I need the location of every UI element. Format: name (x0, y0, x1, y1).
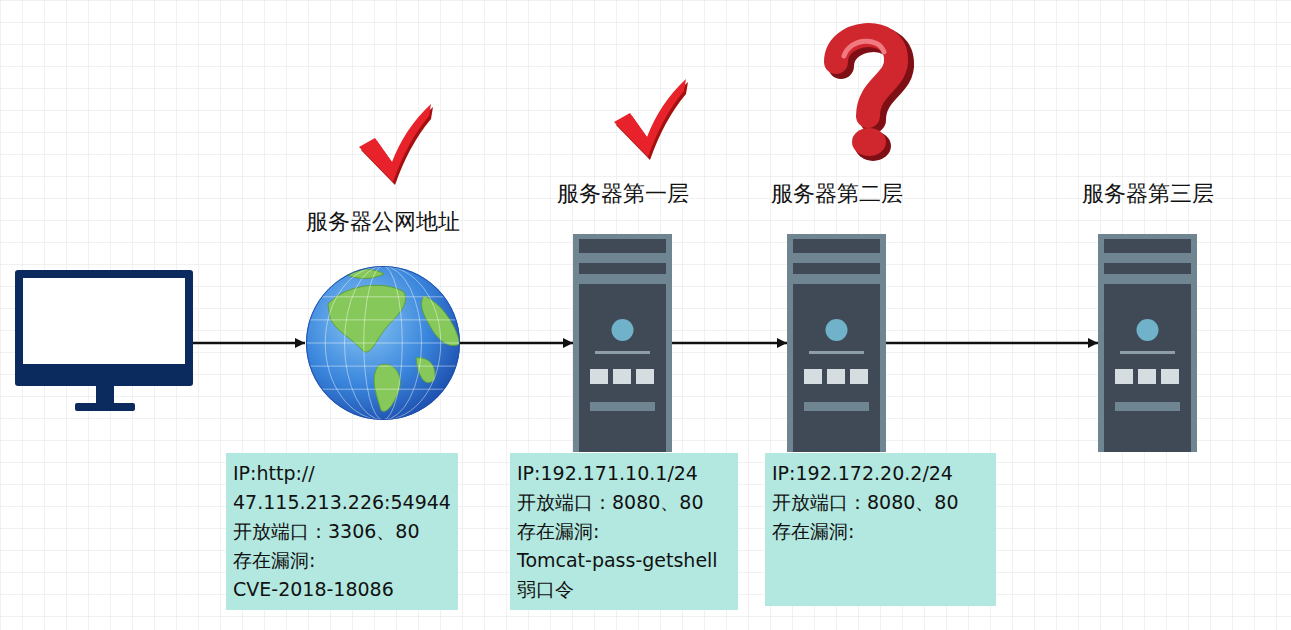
info-line: 存在漏洞: (233, 546, 451, 575)
info-line: 存在漏洞: (772, 517, 989, 546)
info-line: IP:http:// 47.115.213.226:54944 (233, 459, 451, 517)
info-line: 开放端口：3306、80 (233, 517, 451, 546)
info-line: IP:192.171.10.1/24 (517, 459, 731, 488)
check-mark (614, 79, 688, 160)
connector-arrow (460, 342, 573, 345)
info-line: CVE-2018-18086 (233, 575, 451, 604)
info-line: IP:192.172.20.2/24 (772, 459, 989, 488)
server-shape (1098, 234, 1197, 452)
info-line: Tomcat-pass-getshell (517, 546, 731, 575)
globe-shape (306, 266, 460, 420)
connector-arrow (886, 342, 1098, 345)
node-heading: 服务器第二层 (771, 180, 903, 208)
info-line: 开放端口：8080、80 (517, 488, 731, 517)
monitor-arrow (193, 342, 305, 345)
info-box: IP:192.172.20.2/24开放端口：8080、80存在漏洞: (765, 453, 996, 606)
connector-arrow (672, 342, 787, 345)
info-box: IP:192.171.10.1/24开放端口：8080、80存在漏洞:Tomca… (510, 453, 738, 610)
server-node: 服务器第三层 (1098, 234, 1197, 452)
info-box: IP:http:// 47.115.213.226:54944开放端口：3306… (226, 453, 458, 610)
question-mark (836, 35, 901, 161)
node-heading: 服务器第一层 (557, 180, 689, 208)
node-heading: 服务器第三层 (1082, 180, 1214, 208)
info-line: 弱口令 (517, 575, 731, 604)
check-mark (359, 104, 433, 185)
node-heading: 服务器公网地址 (306, 208, 460, 236)
server-shape (787, 234, 886, 452)
server-shape (573, 234, 672, 452)
server-node: 服务器第一层 (573, 234, 672, 452)
server-node: 服务器第二层 (787, 234, 886, 452)
monitor-icon (15, 270, 193, 411)
globe-node: 服务器公网地址 (306, 266, 460, 420)
info-line: 存在漏洞: (517, 517, 731, 546)
info-line: 开放端口：8080、80 (772, 488, 989, 517)
